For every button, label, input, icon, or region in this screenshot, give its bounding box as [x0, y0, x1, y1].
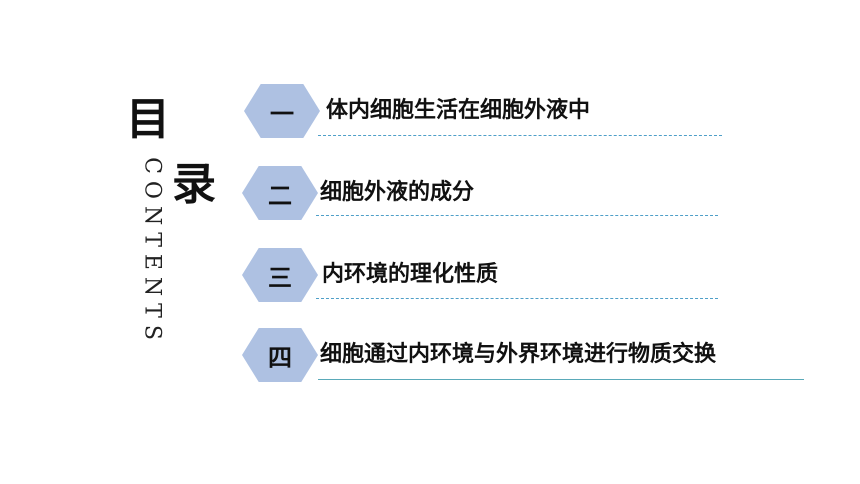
toc-item-underline-3: [316, 298, 718, 299]
toc-item-4[interactable]: 四 细胞通过内环境与外界环境进行物质交换: [0, 0, 860, 382]
toc-item-1[interactable]: 一 体内细胞生活在细胞外液中: [0, 0, 860, 138]
toc-item-label-3: 内环境的理化性质: [322, 262, 499, 287]
title-char-mu: 目: [126, 94, 170, 145]
hexagon-number-2: 二: [242, 166, 318, 220]
toc-item-underline-2: [316, 215, 718, 216]
toc-item-label-4: 细胞通过内环境与外界环境进行物质交换: [320, 342, 717, 367]
toc-item-underline-1: [318, 135, 722, 136]
toc-item-label-1: 体内细胞生活在细胞外液中: [326, 98, 591, 123]
title-char-lu: 录: [172, 159, 216, 210]
toc-item-2[interactable]: 二 细胞外液的成分: [0, 0, 860, 220]
hexagon-number-3: 三: [242, 248, 318, 302]
hexagon-number-4: 四: [242, 328, 318, 382]
hexagon-number-1: 一: [244, 84, 320, 138]
toc-item-underline-4: [318, 379, 804, 380]
toc-item-3[interactable]: 三 内环境的理化性质: [0, 0, 860, 302]
contents-subtitle: CONTENTS: [139, 157, 165, 347]
toc-item-label-2: 细胞外液的成分: [320, 180, 475, 205]
